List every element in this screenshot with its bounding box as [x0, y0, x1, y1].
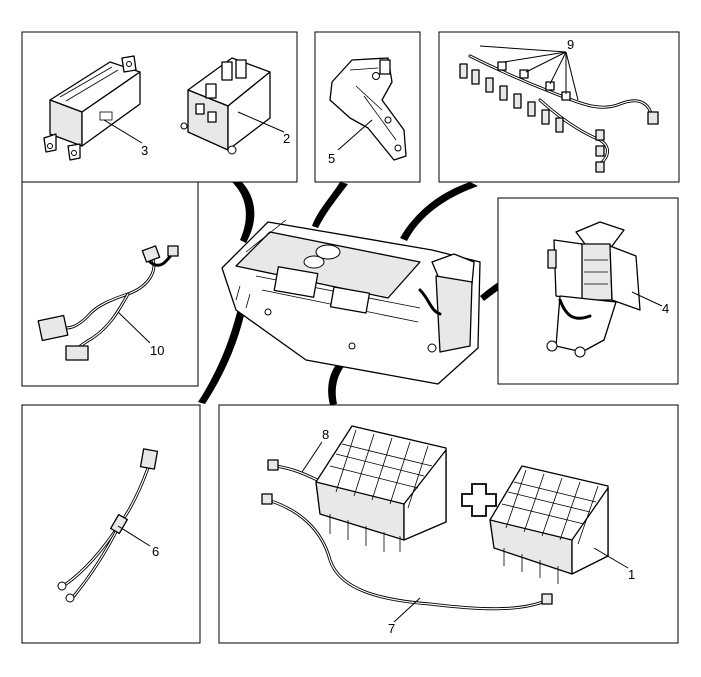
- part-7-long-cable: [261, 493, 553, 611]
- leader-8: [301, 441, 323, 473]
- battery-pack-assembly: [221, 219, 481, 385]
- battery-module-left: [315, 425, 447, 552]
- leader-1: [593, 547, 629, 569]
- leader-7: [393, 597, 421, 623]
- callout-1: 1: [628, 567, 635, 582]
- callout-9: 9: [567, 37, 574, 52]
- callout-5: 5: [328, 151, 335, 166]
- leader-4: [631, 291, 663, 307]
- callout-7: 7: [388, 621, 395, 636]
- callout-6: 6: [152, 544, 159, 559]
- callout-2: 2: [283, 131, 290, 146]
- leader-10: [117, 311, 151, 344]
- leader-3: [103, 119, 143, 144]
- frame-top-right: [438, 31, 680, 183]
- plus-symbol: [461, 483, 497, 517]
- part-4-cooling-fan: [546, 221, 641, 358]
- leader-5: [337, 119, 373, 151]
- leader-6: [117, 525, 151, 547]
- part-10-harness: [37, 245, 179, 361]
- part-5-bracket: [329, 57, 407, 161]
- callout-3: 3: [141, 143, 148, 158]
- callout-10: 10: [150, 343, 164, 358]
- leader-2: [237, 111, 285, 133]
- part-9-sensor-harness: [459, 54, 659, 173]
- callout-4: 4: [662, 301, 669, 316]
- part-3-control-module: [43, 55, 141, 161]
- frame-left-middle: [21, 181, 199, 387]
- leaders-9: [479, 45, 579, 101]
- part-2-relay-assembly: [180, 57, 271, 155]
- callout-8: 8: [322, 427, 329, 442]
- part-1-battery-module: [489, 465, 609, 584]
- frame-bottom-left: [21, 404, 201, 644]
- part-6-cable: [57, 448, 159, 603]
